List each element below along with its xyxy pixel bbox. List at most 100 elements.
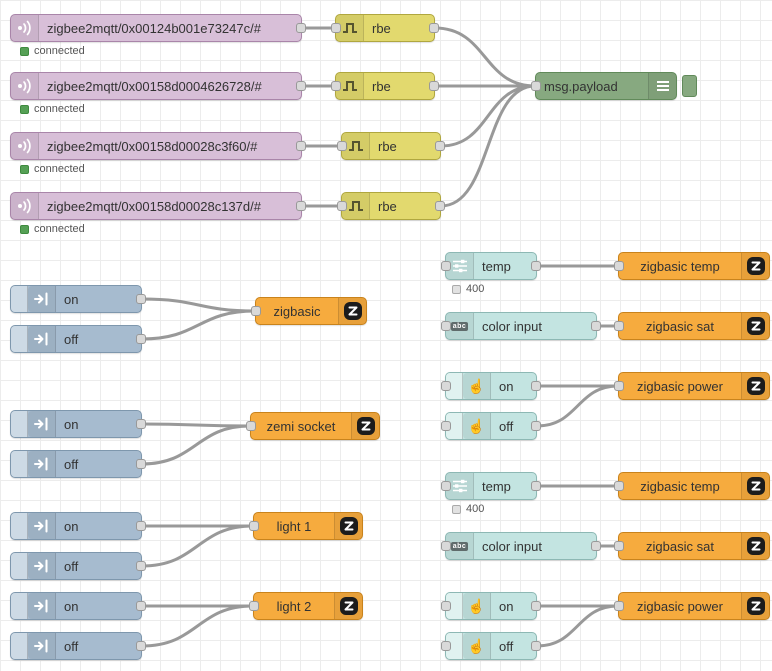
input-port[interactable]	[441, 381, 451, 391]
output-port[interactable]	[136, 419, 146, 429]
wire[interactable]	[140, 524, 255, 568]
rbe-filter-node[interactable]: rbe	[331, 72, 439, 100]
input-port[interactable]	[614, 541, 624, 551]
input-port[interactable]	[441, 541, 451, 551]
input-port[interactable]	[249, 521, 259, 531]
inject-button[interactable]	[11, 593, 28, 619]
wire[interactable]	[439, 84, 537, 148]
wire[interactable]	[140, 604, 255, 648]
input-port[interactable]	[251, 306, 261, 316]
input-port[interactable]	[614, 261, 624, 271]
text-input-node[interactable]: abc color input	[441, 532, 601, 560]
input-port[interactable]	[441, 321, 451, 331]
output-port[interactable]	[531, 421, 541, 431]
output-port[interactable]	[531, 601, 541, 611]
input-port[interactable]	[337, 141, 347, 151]
output-port[interactable]	[296, 23, 306, 33]
output-port[interactable]	[531, 261, 541, 271]
zigbee-out-node[interactable]: zigbasic	[251, 297, 367, 325]
input-port[interactable]	[531, 81, 541, 91]
mqtt-in-node[interactable]: zigbee2mqtt/0x00158d00028c137d/#	[10, 192, 306, 220]
wire[interactable]	[535, 384, 620, 428]
inject-node[interactable]: on	[10, 592, 146, 620]
wire[interactable]	[140, 422, 252, 428]
input-port[interactable]	[337, 201, 347, 211]
output-port[interactable]	[136, 334, 146, 344]
inject-button[interactable]	[11, 326, 28, 352]
inject-node[interactable]: on	[10, 285, 146, 313]
output-port[interactable]	[136, 521, 146, 531]
wire[interactable]	[140, 297, 257, 313]
input-port[interactable]	[614, 481, 624, 491]
output-port[interactable]	[429, 23, 439, 33]
output-port[interactable]	[435, 141, 445, 151]
inject-node[interactable]: off	[10, 552, 146, 580]
input-port[interactable]	[614, 381, 624, 391]
output-port[interactable]	[136, 641, 146, 651]
zigbee-out-node[interactable]: zigbasic sat	[614, 532, 770, 560]
input-port[interactable]	[331, 81, 341, 91]
output-port[interactable]	[136, 459, 146, 469]
output-port[interactable]	[531, 481, 541, 491]
input-port[interactable]	[249, 601, 259, 611]
ui-button[interactable]	[446, 373, 463, 399]
text-input-node[interactable]: abc color input	[441, 312, 601, 340]
output-port[interactable]	[296, 201, 306, 211]
ui-button[interactable]	[446, 633, 463, 659]
input-port[interactable]	[441, 601, 451, 611]
zigbee-out-node[interactable]: light 1	[249, 512, 363, 540]
zigbee-out-node[interactable]: zigbasic temp	[614, 472, 770, 500]
inject-node[interactable]: on	[10, 512, 146, 540]
debug-toggle-button[interactable]	[682, 75, 697, 97]
rbe-filter-node[interactable]: rbe	[331, 14, 439, 42]
output-port[interactable]	[591, 321, 601, 331]
output-port[interactable]	[531, 641, 541, 651]
button-node[interactable]: ☝ on	[441, 592, 541, 620]
button-node[interactable]: ☝ off	[441, 632, 541, 660]
mqtt-in-node[interactable]: zigbee2mqtt/0x00158d0004626728/#	[10, 72, 306, 100]
inject-button[interactable]	[11, 286, 28, 312]
zigbee-out-node[interactable]: zigbasic sat	[614, 312, 770, 340]
wire[interactable]	[140, 309, 257, 341]
zigbee-out-node[interactable]: zemi socket	[246, 412, 380, 440]
button-node[interactable]: ☝ off	[441, 412, 541, 440]
output-port[interactable]	[136, 601, 146, 611]
output-port[interactable]	[296, 81, 306, 91]
slider-node[interactable]: temp	[441, 252, 541, 280]
wire[interactable]	[433, 26, 537, 88]
rbe-filter-node[interactable]: rbe	[337, 132, 445, 160]
output-port[interactable]	[591, 541, 601, 551]
output-port[interactable]	[296, 141, 306, 151]
inject-node[interactable]: off	[10, 450, 146, 478]
inject-button[interactable]	[11, 633, 28, 659]
ui-button[interactable]	[446, 593, 463, 619]
inject-button[interactable]	[11, 553, 28, 579]
output-port[interactable]	[531, 381, 541, 391]
mqtt-in-node[interactable]: zigbee2mqtt/0x00158d00028c3f60/#	[10, 132, 306, 160]
input-port[interactable]	[614, 601, 624, 611]
input-port[interactable]	[246, 421, 256, 431]
zigbee-out-node[interactable]: zigbasic temp	[614, 252, 770, 280]
button-node[interactable]: ☝ on	[441, 372, 541, 400]
debug-node[interactable]: msg.payload	[531, 72, 677, 100]
wire[interactable]	[535, 604, 620, 648]
input-port[interactable]	[614, 321, 624, 331]
inject-button[interactable]	[11, 411, 28, 437]
output-port[interactable]	[136, 294, 146, 304]
inject-button[interactable]	[11, 513, 28, 539]
output-port[interactable]	[429, 81, 439, 91]
inject-node[interactable]: on	[10, 410, 146, 438]
wire[interactable]	[140, 424, 252, 466]
zigbee-out-node[interactable]: light 2	[249, 592, 363, 620]
inject-node[interactable]: off	[10, 632, 146, 660]
input-port[interactable]	[441, 421, 451, 431]
rbe-filter-node[interactable]: rbe	[337, 192, 445, 220]
ui-button[interactable]	[446, 413, 463, 439]
inject-button[interactable]	[11, 451, 28, 477]
output-port[interactable]	[136, 561, 146, 571]
slider-node[interactable]: temp	[441, 472, 541, 500]
zigbee-out-node[interactable]: zigbasic power	[614, 592, 770, 620]
input-port[interactable]	[331, 23, 341, 33]
output-port[interactable]	[435, 201, 445, 211]
